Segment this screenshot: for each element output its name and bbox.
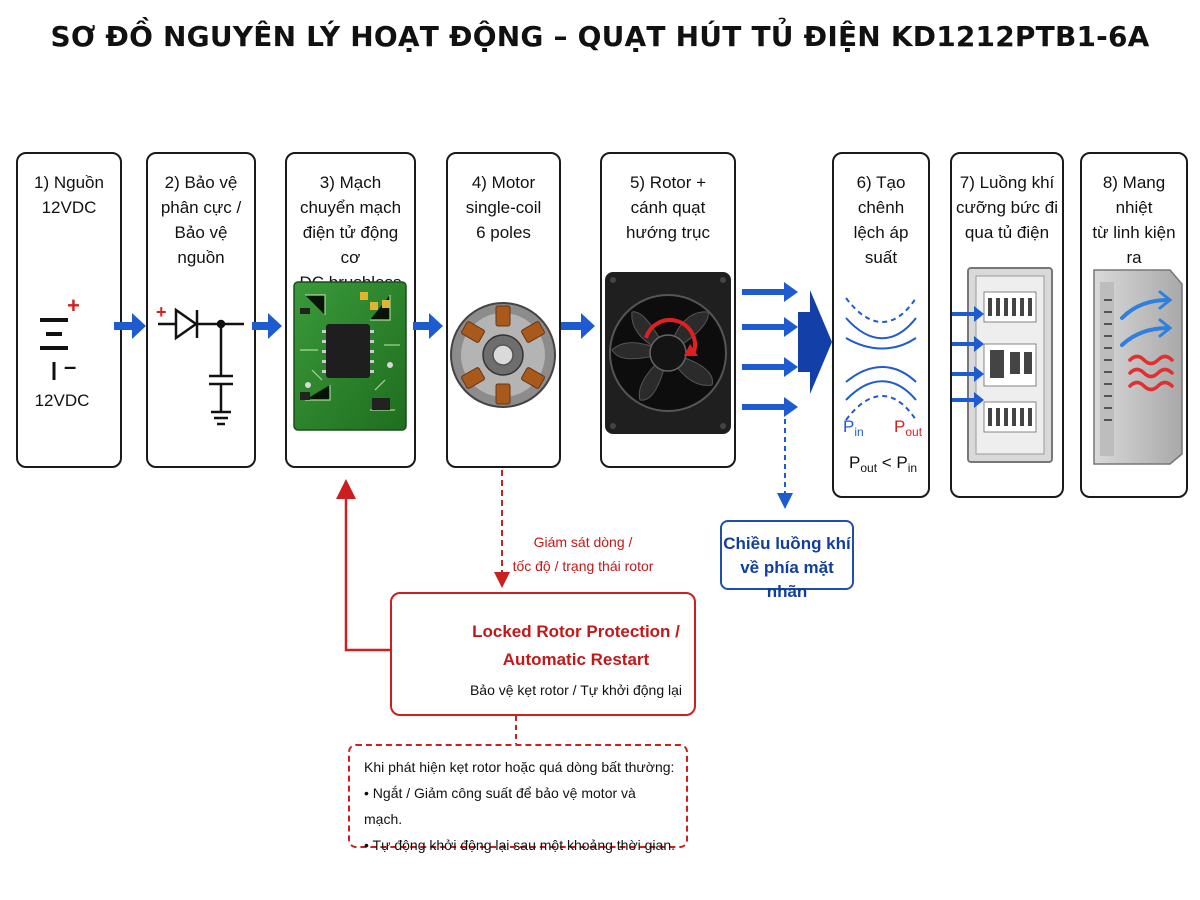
step-1-line-1: 1) Nguồn [34, 173, 104, 192]
step-3-line-2: chuyển mạch [299, 198, 402, 217]
protection-title-line-1: Locked Rotor Protection / [472, 622, 680, 641]
step-7-line-2: cưỡng bức đi [956, 198, 1058, 217]
step-4-label: 4) Motor single-coil 6 poles [452, 170, 555, 245]
airflow-arrows [742, 282, 832, 417]
big-flow-arrow [798, 290, 832, 394]
step-2-line-1: 2) Bảo vệ [164, 173, 238, 192]
step-8-line-1: 8) Mang nhiệt [1102, 173, 1166, 217]
step-3-line-3: điện tử động cơ [302, 223, 399, 267]
arrow-4-5 [561, 313, 595, 339]
step-1-label: 1) Nguồn 12VDC [22, 170, 116, 220]
step-1-line-2: 12VDC [41, 198, 97, 217]
protection-title-line-2: Automatic Restart [502, 650, 650, 669]
step-2-line-3: Bảo vệ nguồn [174, 223, 228, 267]
monitor-label-line-1: Giám sát dòng / [533, 534, 633, 550]
step-3-line-1: 3) Mạch [319, 173, 382, 192]
step-7-label: 7) Luồng khí cưỡng bức đi qua tủ điện [956, 170, 1058, 245]
locked-rotor-protection-box: Locked Rotor Protection / Automatic Rest… [390, 592, 696, 716]
airflow-callout: Chiều luồng khí về phía mặt nhãn [720, 520, 854, 601]
airflow-callout-line-2: về phía mặt nhãn [740, 558, 834, 601]
step-2-label: 2) Bảo vệ phân cực / Bảo vệ nguồn [152, 170, 250, 270]
step-1-power-source: 1) Nguồn 12VDC [16, 152, 122, 468]
step-2-protection: 2) Bảo vệ phân cực / Bảo vệ nguồn [146, 152, 256, 468]
step-2-line-2: phân cực / [160, 198, 242, 217]
step-4-line-1: 4) Motor [471, 173, 536, 192]
airflow-callout-line-1: Chiều luồng khí [723, 534, 851, 553]
protection-title: Locked Rotor Protection / Automatic Rest… [462, 618, 690, 674]
step-7-line-1: 7) Luồng khí [959, 173, 1055, 192]
step-8-line-3: vùng thoát gió [1094, 273, 1174, 317]
step-8-label: 8) Mang nhiệt từ linh kiện ra vùng thoát… [1086, 170, 1182, 320]
protection-subtitle: Bảo vệ kẹt rotor / Tự khởi động lại [469, 682, 683, 698]
step-8-line-2: từ linh kiện ra [1092, 223, 1176, 267]
step-3-driver-circuit: 3) Mạch chuyển mạch điện tử động cơ DC b… [285, 152, 416, 468]
step-6-line-1: 6) Tạo chênh [856, 173, 906, 217]
step-4-line-3: 6 poles [476, 223, 531, 242]
step-5-line-3: hướng trục [626, 223, 710, 242]
note-heading: Khi phát hiện kẹt rotor hoặc quá dòng bấ… [364, 759, 675, 775]
step-6-line-2: lệch áp suất [853, 223, 909, 267]
step-4-line-2: single-coil [465, 198, 542, 217]
step-3-label: 3) Mạch chuyển mạch điện tử động cơ DC b… [291, 170, 410, 295]
feedback-line [336, 479, 390, 652]
arrow-3-4 [413, 313, 443, 339]
step-6-pressure: 6) Tạo chênh lệch áp suất [832, 152, 930, 498]
step-7-line-3: qua tủ điện [964, 223, 1050, 242]
step-8-heat-exhaust: 8) Mang nhiệt từ linh kiện ra vùng thoát… [1080, 152, 1188, 498]
step-3-line-4: DC brushless [299, 273, 402, 292]
step-5-label: 5) Rotor + cánh quạt hướng trục [606, 170, 730, 245]
arrow-2-3 [252, 313, 282, 339]
page-title: SƠ ĐỒ NGUYÊN LÝ HOẠT ĐỘNG – QUẠT HÚT TỦ … [50, 20, 1150, 53]
note-item-2: • Tự động khởi động lại sau một khoảng t… [364, 837, 676, 853]
monitor-label-line-2: tốc độ / trạng thái rotor [512, 558, 654, 574]
note-item-1: • Ngắt / Giảm công suất để bảo vệ motor … [364, 785, 636, 827]
step-5-line-1: 5) Rotor + [629, 173, 707, 192]
protection-note: Khi phát hiện kẹt rotor hoặc quá dòng bấ… [348, 744, 688, 853]
step-5-rotor-fan: 5) Rotor + cánh quạt hướng trục [600, 152, 736, 468]
step-7-forced-airflow: 7) Luồng khí cưỡng bức đi qua tủ điện [950, 152, 1064, 498]
monitor-label: Giám sát dòng / tốc độ / trạng thái roto… [508, 530, 658, 578]
step-4-motor: 4) Motor single-coil 6 poles [446, 152, 561, 468]
step-5-line-2: cánh quạt [630, 198, 706, 217]
step-6-label: 6) Tạo chênh lệch áp suất [838, 170, 924, 270]
